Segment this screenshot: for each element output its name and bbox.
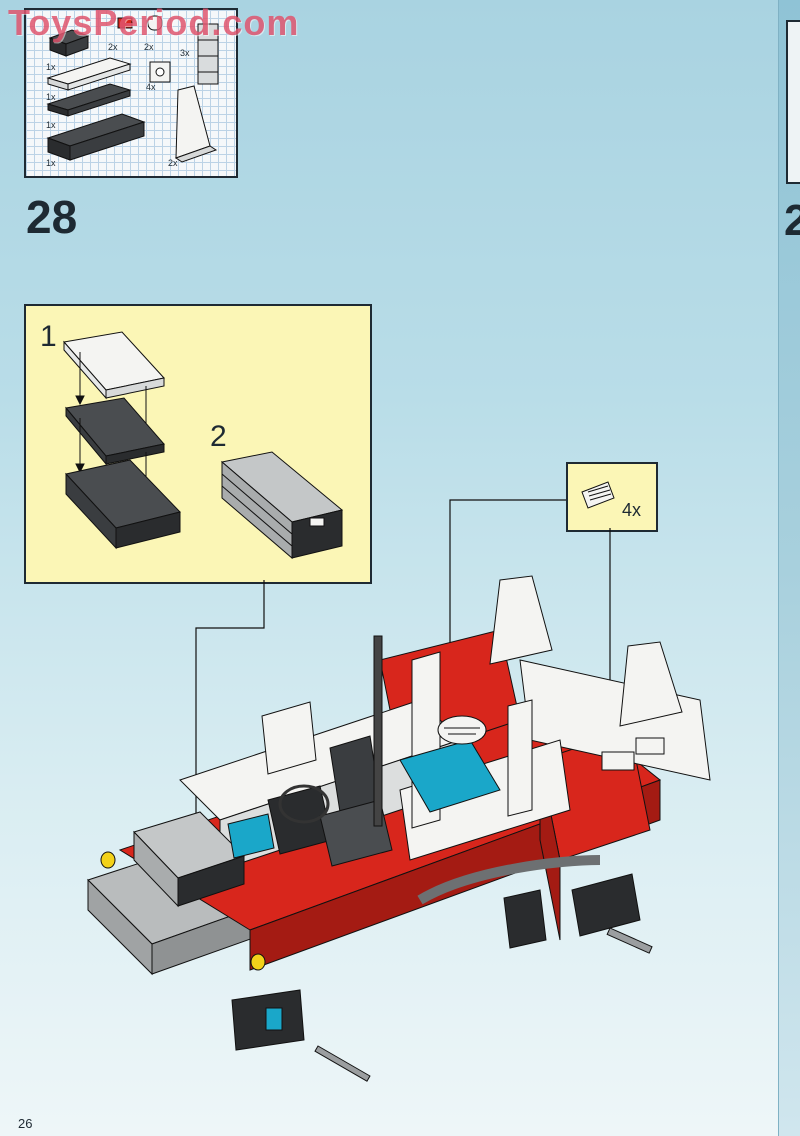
part-ladder-grey (197, 23, 219, 85)
step-number: 28 (26, 191, 78, 243)
teal-engine-block (227, 739, 501, 859)
page-number: 26 (18, 1116, 33, 1131)
front-grey-stack (133, 811, 245, 908)
part-technic-white (149, 61, 171, 83)
parts-qty-4: 1x (46, 62, 56, 72)
plate-1x6-white (46, 57, 132, 91)
subassembly-panel: 1 2 (24, 304, 372, 584)
next-page-step-number: 2 (784, 196, 800, 245)
parts-qty-3: 3x (180, 48, 190, 58)
watermark-logo: ToysPeriod.com (8, 2, 300, 43)
plate-black-1x6 (65, 397, 165, 466)
headlights-yellow (100, 851, 266, 971)
brick-black-2x6 (65, 459, 181, 550)
axles (314, 927, 653, 1082)
subassembly-illustration (63, 331, 344, 560)
adjacent-page-edge (778, 0, 800, 1136)
parts-qty-7: 1x (46, 120, 56, 130)
parts-qty-1: 2x (108, 42, 118, 52)
substep-1-number: 1 (40, 320, 57, 353)
gear-lever-antenna (373, 635, 383, 827)
substep-2-number: 2 (210, 420, 227, 453)
white-slopes (489, 575, 683, 727)
air-filter-grille (437, 715, 487, 745)
parts-qty-9: 2x (168, 158, 178, 168)
callout-parts-box: 4x (566, 462, 658, 532)
parts-qty-2: 2x (144, 42, 154, 52)
part-clip-red (117, 17, 133, 29)
front-steering-gear (231, 989, 305, 1051)
parts-list: 2x 2x 3x 1x 4x 1x 1x 1x 2x (24, 8, 238, 178)
parts-qty-8: 1x (46, 158, 56, 168)
brick-stack-grey (220, 451, 344, 560)
brick-2x8-black (46, 113, 146, 161)
black-rear-blocks (503, 873, 641, 949)
parts-qty-6: 1x (46, 92, 56, 102)
callout-quantity: 4x (622, 500, 642, 520)
plate-white-1x6 (63, 331, 165, 400)
part-round-white (147, 15, 163, 31)
grille-tile-icon (581, 481, 615, 509)
next-page-parts-frame (786, 20, 800, 184)
parts-qty-5: 4x (146, 82, 156, 92)
parts-list-bricks (46, 15, 219, 163)
brick-2x2-black (48, 29, 90, 57)
vent-grilles (601, 737, 665, 771)
steering-wheel (278, 784, 330, 824)
exhaust-pipe (417, 855, 601, 905)
plate-1x6-black (46, 83, 132, 117)
slope-white-large (174, 85, 218, 163)
